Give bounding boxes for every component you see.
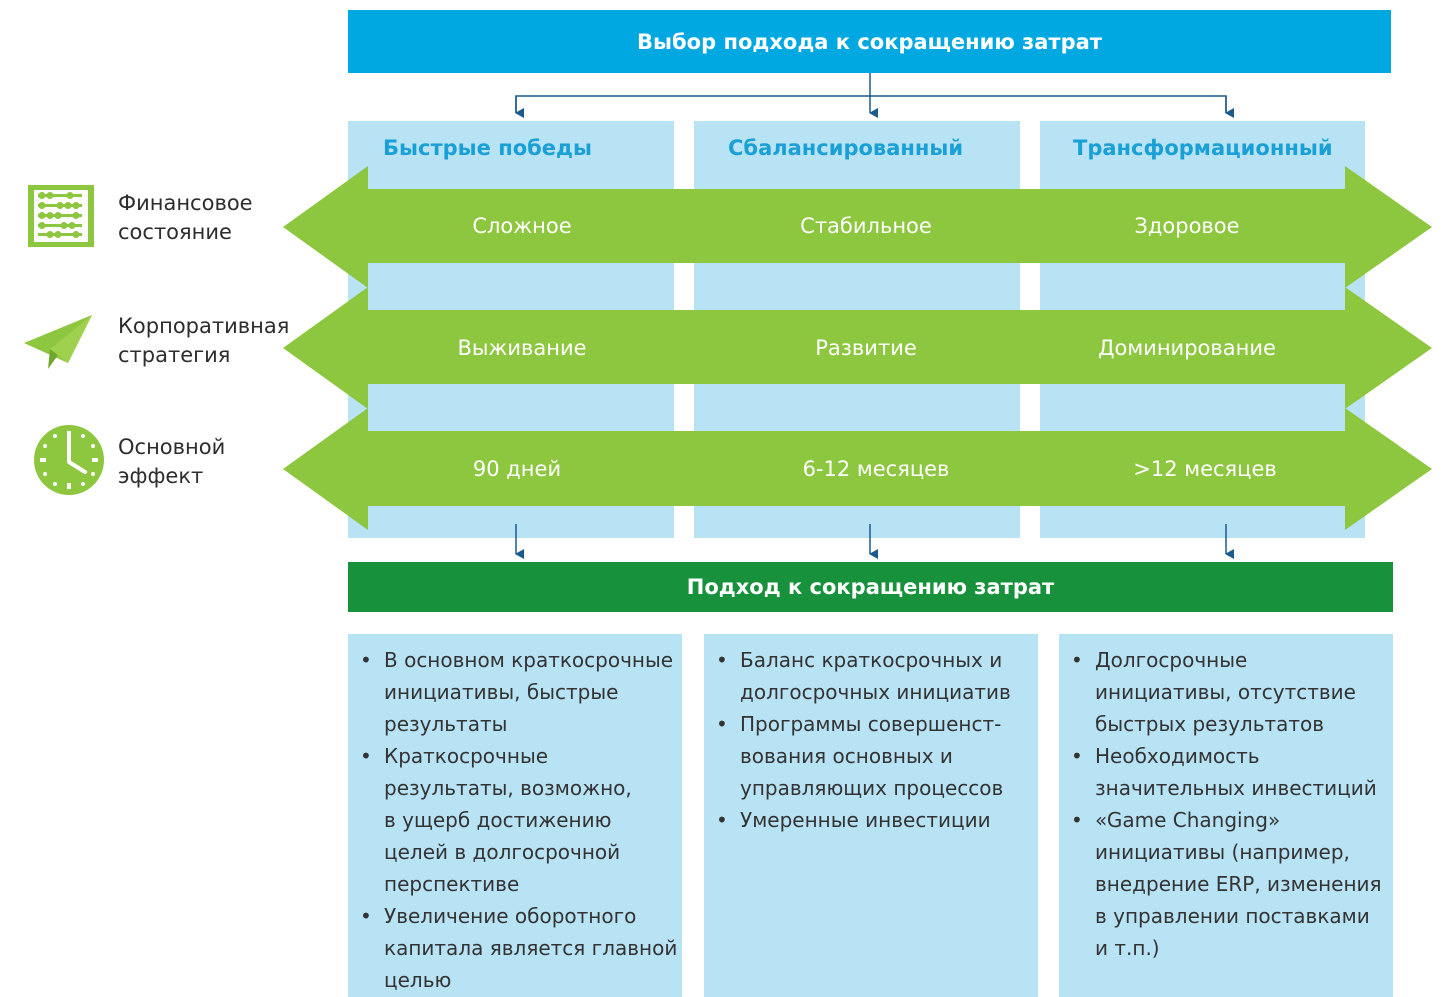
bullet-line: Умеренные инвестиции <box>740 808 991 832</box>
bullet-line: в управлении поставками <box>1095 904 1370 928</box>
approach-list-transformational: Долгосрочные инициативы, отсутствие быст… <box>1071 644 1393 964</box>
bullet-line: значительных инвестиций <box>1095 776 1377 800</box>
bottom-banner: Подход к сокращению затрат <box>348 562 1393 612</box>
list-item: Необходимость значительных инвестиций <box>1071 740 1393 804</box>
row-label-strategy: Корпоративная стратегия <box>118 312 289 370</box>
approach-box-balanced: Баланс краткосрочных и долгосрочных иниц… <box>704 634 1038 997</box>
bullet-line: результаты, возможно, <box>384 776 632 800</box>
strategy-value-balanced: Развитие <box>815 336 917 360</box>
bullet-line: капитала является главной <box>384 936 678 960</box>
row-label-effect-line2: эффект <box>118 464 204 488</box>
row-label-financial-line1: Финансовое <box>118 191 253 215</box>
bullet-line: внедрение ERP, изменения <box>1095 872 1382 896</box>
column-title-balanced: Сбалансированный <box>728 136 964 160</box>
column-title-quick-wins: Быстрые победы <box>383 136 592 160</box>
strategy-value-quick-wins: Выживание <box>457 336 587 360</box>
bullet-line: Долгосрочные <box>1095 648 1248 672</box>
bullet-line: целью <box>384 968 452 992</box>
bullet-line: «Game Changing» <box>1095 808 1281 832</box>
list-item: Программы совершенст- вования основных и… <box>716 708 1038 804</box>
effect-value-transformational: >12 месяцев <box>1133 457 1277 481</box>
effect-value-quick-wins: 90 дней <box>472 457 562 481</box>
row-arrow-effect <box>283 408 1432 530</box>
bottom-connector-lines <box>515 524 1234 559</box>
approach-box-transformational: Долгосрочные инициативы, отсутствие быст… <box>1059 634 1393 997</box>
list-item: Баланс краткосрочных и долгосрочных иниц… <box>716 644 1038 708</box>
approach-box-quick-wins: В основном краткосрочные инициативы, быс… <box>348 634 682 997</box>
bullet-line: В основном краткосрочные <box>384 648 674 672</box>
bullet-line: Баланс краткосрочных и <box>740 648 1003 672</box>
bottom-banner-title: Подход к сокращению затрат <box>686 575 1055 599</box>
bullet-line: инициативы, отсутствие <box>1095 680 1356 704</box>
top-banner-title: Выбор подхода к сокращению затрат <box>637 29 1102 54</box>
effect-value-balanced: 6-12 месяцев <box>802 457 950 481</box>
approach-list-balanced: Баланс краткосрочных и долгосрочных иниц… <box>716 644 1038 836</box>
bullet-line: управляющих процессов <box>740 776 1004 800</box>
financial-value-transformational: Здоровое <box>1134 214 1240 238</box>
bullet-line: целей в долгосрочной <box>384 840 621 864</box>
top-banner: Выбор подхода к сокращению затрат <box>348 10 1391 73</box>
financial-value-balanced: Стабильное <box>800 214 932 238</box>
bullet-line: быстрых результатов <box>1095 712 1325 736</box>
row-label-effect-line1: Основной <box>118 435 226 459</box>
row-label-strategy-line1: Корпоративная <box>118 314 290 338</box>
bullet-line: Краткосрочные <box>384 744 549 768</box>
row-label-effect: Основной эффект <box>118 433 225 491</box>
approach-list-quick-wins: В основном краткосрочные инициативы, быс… <box>360 644 682 996</box>
bullet-line: инициативы, быстрые <box>384 680 619 704</box>
list-item: Увеличение оборотного капитала является … <box>360 900 682 996</box>
bullet-line: результаты <box>384 712 508 736</box>
bullet-line: в ущерб достижению <box>384 808 612 832</box>
row-arrow-financial <box>283 166 1432 288</box>
top-connector-lines <box>515 73 1234 118</box>
strategy-value-transformational: Доминирование <box>1098 336 1276 360</box>
list-item: Долгосрочные инициативы, отсутствие быст… <box>1071 644 1393 740</box>
list-item: Краткосрочные результаты, возможно, в ущ… <box>360 740 682 900</box>
paper-plane-icon <box>24 315 92 369</box>
financial-value-quick-wins: Сложное <box>472 214 572 238</box>
abacus-icon <box>28 185 94 247</box>
bullet-line: перспективе <box>384 872 520 896</box>
clock-icon <box>34 425 104 495</box>
bullet-line: и т.п.) <box>1095 936 1160 960</box>
column-title-transformational: Трансформационный <box>1073 136 1333 160</box>
row-label-financial: Финансовое состояние <box>118 189 253 247</box>
bullet-line: инициативы (например, <box>1095 840 1350 864</box>
bullet-line: Программы совершенст- <box>740 712 1002 736</box>
row-arrow-strategy <box>283 287 1432 409</box>
bullet-line: вования основных и <box>740 744 953 768</box>
row-label-strategy-line2: стратегия <box>118 343 231 367</box>
row-label-financial-line2: состояние <box>118 220 232 244</box>
list-item: В основном краткосрочные инициативы, быс… <box>360 644 682 740</box>
bullet-line: долгосрочных инициатив <box>740 680 1011 704</box>
bullet-line: Увеличение оборотного <box>384 904 637 928</box>
bullet-line: Необходимость <box>1095 744 1260 768</box>
list-item: Умеренные инвестиции <box>716 804 1038 836</box>
list-item: «Game Changing» инициативы (например, вн… <box>1071 804 1393 964</box>
